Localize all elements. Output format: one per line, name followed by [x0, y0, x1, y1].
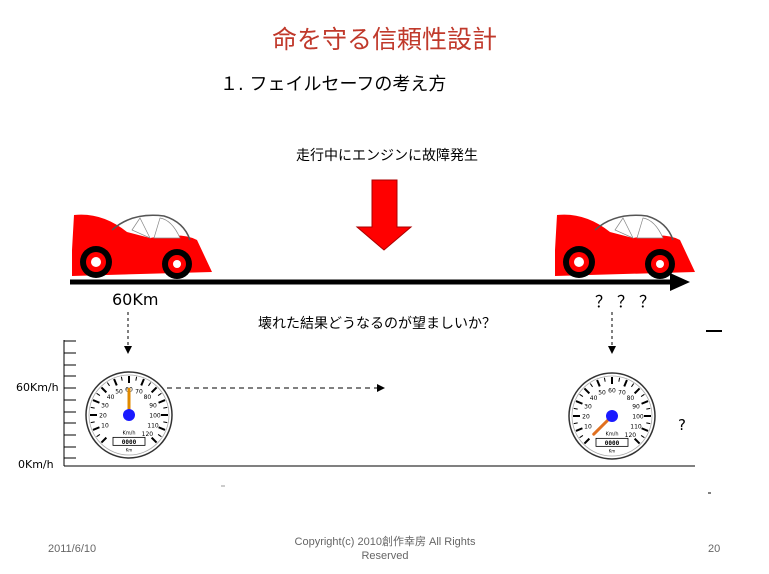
gauge-tick-label: 50: [115, 388, 123, 395]
gauge-tick: [120, 376, 123, 381]
car-right: [555, 214, 695, 279]
gauge-tick-label: 10: [101, 422, 109, 429]
unknown-label: ？？？: [595, 292, 662, 311]
gauge-tick-label: 40: [590, 395, 598, 402]
slide-title: 命を守る信頼性設計: [271, 25, 497, 54]
gauge-tick: [100, 436, 108, 444]
car-left: [72, 214, 212, 279]
gauge-hub: [606, 410, 618, 422]
odometer-box: [112, 436, 146, 446]
gauge-tick: [589, 383, 593, 388]
gauge-tick: [163, 406, 168, 409]
gauge-tick: [157, 392, 162, 396]
gauge-tick-label: 40: [107, 394, 115, 401]
axis-top-label: 60Km/h: [16, 381, 59, 394]
gauge-tick: [596, 379, 601, 387]
gauge-tick: [603, 377, 606, 382]
gauge-tick: [579, 393, 584, 397]
gauge-hub: [123, 409, 135, 421]
failure-arrow: [355, 179, 413, 251]
gauge-tick: [157, 434, 162, 438]
gauge-tick: [646, 422, 651, 425]
slide-subtitle: １. フェイルセーフの考え方: [220, 74, 447, 95]
axis-bottom-label: 0Km/h: [18, 458, 54, 471]
gauge-unit-label: Km/h: [605, 431, 618, 437]
gauge-tick-label: 50: [598, 389, 606, 396]
outcome-question-mark: ?: [678, 416, 686, 434]
speed-axis: [63, 340, 695, 467]
gauge-tick: [575, 427, 583, 432]
gauge-tick-label: 60: [608, 388, 616, 395]
gauge-tick: [150, 436, 158, 444]
gauge-tick-label: 110: [630, 423, 642, 430]
gauge-tick-label: 100: [632, 414, 644, 421]
gauge-tick: [150, 386, 158, 394]
gauge-tick: [163, 421, 168, 424]
gauge-rim: [571, 375, 653, 457]
gauge-tick-label: 110: [147, 422, 159, 429]
gauge-tick: [148, 382, 152, 387]
gauge-tick: [583, 437, 591, 445]
gauge-tick-label: 30: [101, 403, 109, 410]
footer-copyright: Copyright(c) 2010創作幸房 All Rights Reserve…: [294, 536, 476, 562]
question-text: 壊れた結果どうなるのが望ましいか？: [258, 316, 496, 332]
gauge-tick-label: 120: [142, 431, 154, 438]
gauge-tick: [633, 387, 641, 395]
gauge-tick: [646, 407, 651, 410]
odometer-box: [595, 437, 629, 447]
gauge-tick: [100, 386, 108, 394]
page-number: 20: [708, 543, 721, 555]
gauge-tick-label: 70: [135, 388, 143, 395]
gauge-tick: [633, 437, 641, 445]
gauge-tick: [135, 376, 138, 381]
gauge-tick: [96, 434, 101, 438]
odometer-digits: 0000: [605, 440, 620, 447]
gauge-tick-label: 30: [584, 404, 592, 411]
gauge-tick-label: 80: [627, 395, 635, 402]
gauge-tick: [96, 392, 101, 396]
gauge-tick: [90, 406, 95, 409]
gauge-tick: [573, 407, 578, 410]
gauge-tick: [579, 435, 584, 439]
gauge-tick: [92, 399, 100, 404]
gauge-tick: [113, 378, 118, 386]
gauge-tick: [90, 421, 95, 424]
gauge-tick-label: 20: [99, 413, 107, 420]
gauge-tick: [158, 426, 166, 431]
gauge-tick: [92, 426, 100, 431]
gauge-tick: [140, 378, 145, 386]
gauge-tick: [575, 400, 583, 405]
event-label: 走行中にエンジンに故障発生: [296, 148, 478, 164]
gauge-tick: [641, 400, 649, 405]
gauge-tick: [573, 422, 578, 425]
gauge-tick: [106, 382, 110, 387]
gauge-tick: [631, 383, 635, 388]
footer-date: 2011/6/10: [48, 543, 97, 555]
gauge-tick-label: 100: [149, 413, 161, 420]
gauge-tick-label: 10: [584, 423, 592, 430]
gauge-tick: [158, 399, 166, 404]
gauge-tick: [583, 387, 591, 395]
gauge-rim: [88, 374, 170, 456]
gauge-tick: [623, 379, 628, 387]
gauge-tick: [640, 435, 645, 439]
road-arrowhead: [670, 273, 690, 291]
gauge-tick-label: 90: [149, 403, 157, 410]
gauge-tick-label: 120: [625, 432, 637, 439]
gauge-tick-label: 90: [632, 404, 640, 411]
gauge-tick-label: 70: [618, 389, 626, 396]
gauge-sub-label: Km: [126, 448, 133, 453]
speed-label: 60Km: [112, 290, 159, 309]
gauge-tick: [641, 427, 649, 432]
gauge-tick: [640, 393, 645, 397]
gauge-tick-label: 20: [582, 414, 590, 421]
gauge-unit-label: Km/h: [122, 430, 135, 436]
gauge-tick: [618, 377, 621, 382]
gauge-tick-label: 80: [144, 394, 152, 401]
gauge-sub-label: Km: [609, 449, 616, 454]
odometer-digits: 0000: [122, 439, 137, 446]
